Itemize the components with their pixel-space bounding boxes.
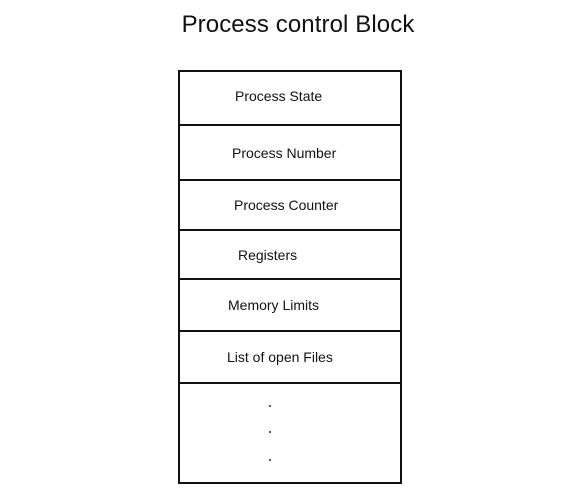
ellipsis-dot	[269, 459, 271, 461]
pcb-row-memory-limits: Memory Limits	[180, 280, 400, 332]
pcb-row-label: Process Counter	[234, 197, 339, 213]
pcb-row-label: Memory Limits	[228, 297, 320, 313]
pcb-row-label: List of open Files	[227, 349, 333, 365]
pcb-row-label: Registers	[238, 246, 298, 263]
pcb-row-ellipsis	[180, 384, 400, 482]
pcb-row-registers: Registers	[180, 231, 400, 280]
pcb-row-process-counter: Process Counter	[180, 181, 400, 231]
ellipsis-dot	[269, 405, 271, 407]
pcb-row-label: Process State	[235, 88, 323, 104]
pcb-row-process-state: Process State	[180, 72, 400, 126]
pcb-row-label: Process Number	[232, 144, 337, 161]
pcb-row-open-files: List of open Files	[180, 332, 400, 384]
diagram-title: Process control Block	[181, 11, 415, 38]
pcb-row-process-number: Process Number	[180, 126, 400, 181]
process-control-block: Process State Process Number Process Cou…	[178, 70, 402, 484]
ellipsis-dot	[269, 431, 271, 433]
